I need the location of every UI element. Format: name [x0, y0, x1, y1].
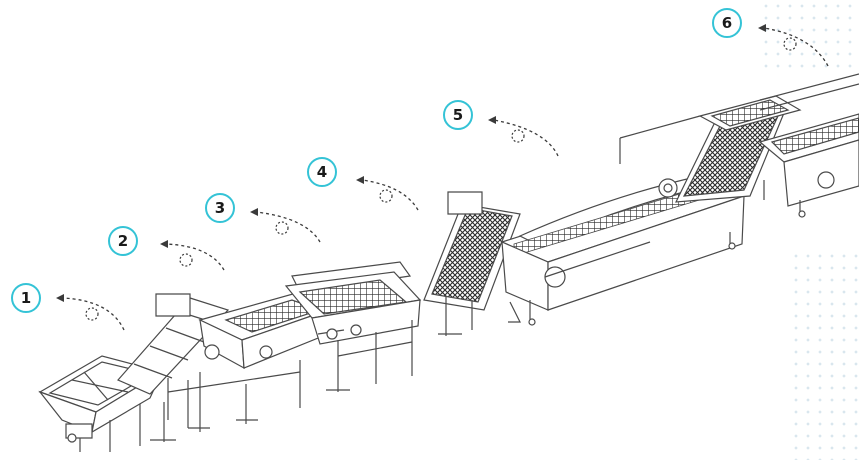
flow-arrow-1: [62, 298, 124, 330]
step-number: 1: [20, 289, 32, 307]
step-marker-4: 4: [307, 157, 337, 187]
step-number: 6: [721, 14, 733, 32]
flow-arrows: [62, 28, 828, 330]
flow-arrow-6: [764, 28, 828, 66]
step-marker-6: 6: [712, 8, 742, 38]
background-dot-pattern-top: [760, 0, 859, 70]
step-number: 5: [452, 106, 464, 124]
roller-inspection-table: [760, 74, 859, 217]
flotation-washer-5: [502, 116, 744, 325]
flow-arrow-5: [494, 120, 558, 156]
flow-arrow-loops: [86, 38, 796, 320]
flow-arrow-3: [256, 212, 320, 242]
incline-conveyor-4: [424, 192, 520, 336]
step-marker-2: 2: [108, 226, 138, 256]
flow-arrow-2: [166, 244, 224, 270]
step-number: 3: [214, 199, 226, 217]
step-marker-3: 3: [205, 193, 235, 223]
step-number: 2: [117, 232, 129, 250]
step-number: 4: [316, 163, 328, 181]
step-marker-5: 5: [443, 100, 473, 130]
flow-arrow-4: [362, 180, 418, 210]
washer-unit-3: [286, 262, 420, 392]
step-marker-1: 1: [11, 283, 41, 313]
flow-arrow-heads: [56, 24, 766, 302]
background-dot-pattern-right: [790, 250, 859, 460]
incline-conveyor-6: [676, 96, 800, 202]
